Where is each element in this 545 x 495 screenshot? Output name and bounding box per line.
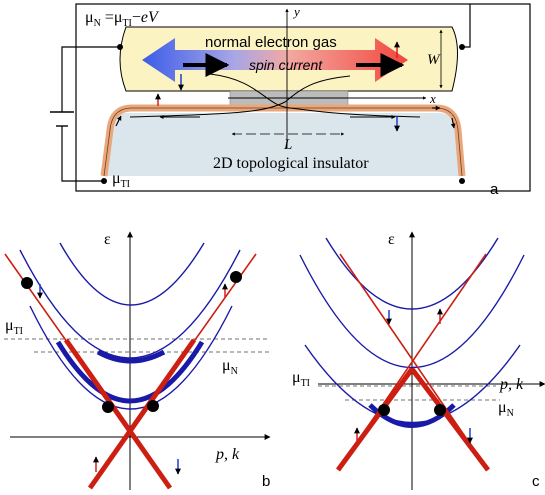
energy-label-b: ε: [104, 231, 111, 248]
edge-arrow-right-down: [450, 117, 456, 129]
mu-ti-label-c: μTI: [292, 369, 310, 389]
band-parabola-c-2: [299, 254, 525, 368]
crossing-dot-c-2: [434, 404, 446, 416]
crossing-dot-c-1: [378, 404, 390, 416]
panel-b: ε p, k μTI μN b: [4, 231, 271, 490]
occupied-segment-b-upper: [96, 349, 166, 364]
mu-ti-label-a: μTI: [112, 170, 130, 190]
y-axis-label-a: y: [292, 4, 300, 19]
panel-a-frame: [75, 3, 531, 192]
insulator-label: 2D topological insulator: [213, 155, 369, 172]
x-axis-label-a: x: [429, 91, 436, 106]
spin-current-label: spin current: [249, 57, 323, 73]
mu-n-label-b: μN: [222, 357, 238, 377]
edge-arrow-top-left: [115, 115, 122, 127]
contact-dot-gas-left: [117, 44, 123, 50]
spin-current-double-arrow: [142, 38, 408, 82]
mu-n-label-c: μN: [498, 399, 514, 419]
panel-a-label: a: [490, 181, 499, 198]
tunnel-path-2: [129, 75, 351, 118]
contact-dot-ti-right: [459, 178, 465, 184]
contact-dot-gas-right: [459, 44, 465, 50]
panel-c: ε p, k μTI μN c: [292, 231, 545, 490]
band-parabola-b-2: [19, 249, 241, 359]
panel-b-label: b: [262, 473, 270, 490]
circuit-wire-left: [61, 46, 120, 112]
energy-label-c: ε: [388, 231, 395, 248]
width-label: W: [427, 52, 441, 68]
circuit-wire-left-bottom: [61, 126, 104, 182]
contact-dot-ti-left: [101, 178, 107, 184]
momentum-label-b: p, k: [215, 446, 240, 463]
crossing-dot-b-4: [147, 400, 159, 412]
edge-state-b-2-occupied: [87, 338, 197, 490]
crossing-dot-b-3: [102, 401, 114, 413]
momentum-label-c: p, k: [499, 376, 524, 393]
occupied-segment-b-lower: [55, 340, 205, 404]
edge-state-b-1-occupied: [63, 338, 173, 490]
mu-n-equation: μN =μTI−eV: [85, 9, 160, 29]
normal-gas-label: normal electron gas: [205, 34, 337, 51]
band-parabola-b-1: [29, 305, 233, 410]
band-parabola-c-1: [304, 344, 521, 424]
crossing-dot-b-2: [230, 271, 242, 283]
topological-insulator-region: [104, 113, 462, 176]
crossing-dot-b-1: [21, 277, 33, 289]
edge-state-c-1-occupied: [335, 367, 415, 472]
tunnel-path-1: [209, 73, 421, 118]
band-parabola-b-3: [59, 242, 205, 306]
mu-ti-label-b: μTI: [5, 317, 23, 337]
edge-channel-outline: [103, 107, 463, 177]
circuit-wire-right: [462, 4, 471, 48]
panel-a: W normal electron gas spin current: [50, 3, 531, 198]
length-label: L: [283, 137, 292, 153]
edge-state-c-2-occupied: [410, 367, 490, 472]
panel-c-label: c: [532, 473, 540, 490]
